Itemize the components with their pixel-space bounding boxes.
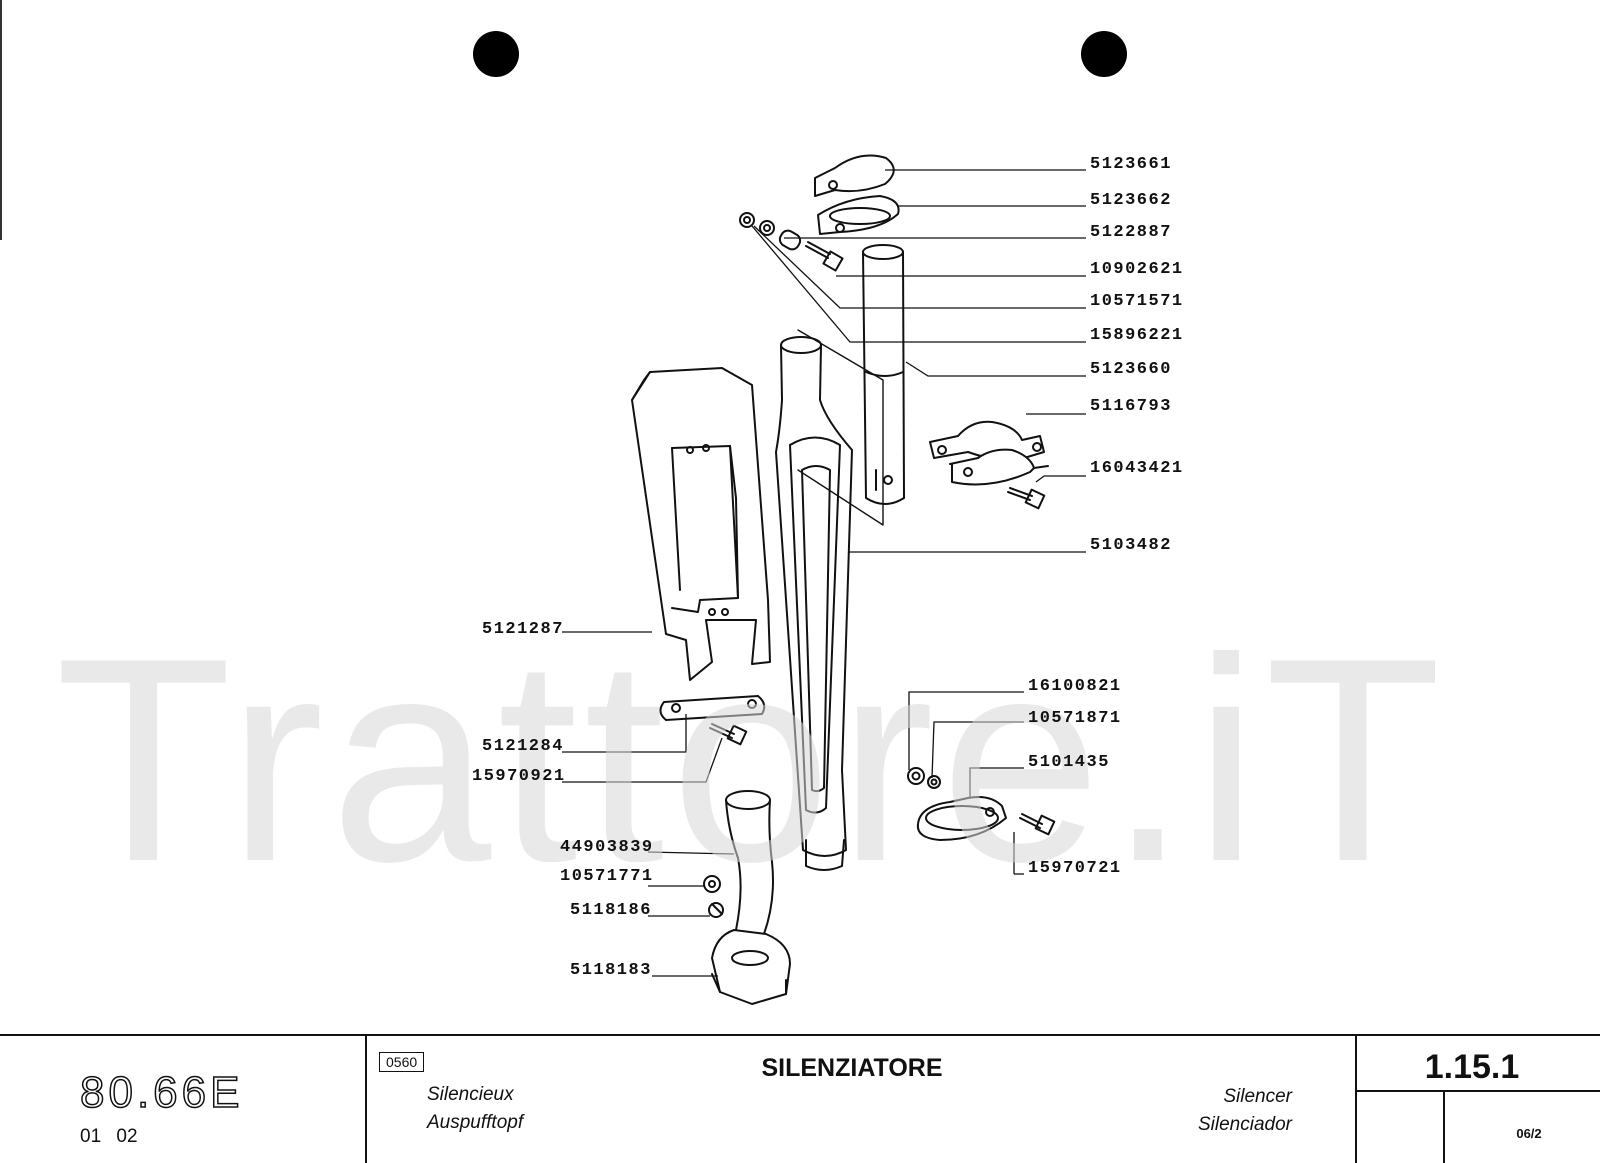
binder-hole-right (1081, 31, 1127, 77)
binder-hole-left (473, 31, 519, 77)
part-label-10571771: 10571771 (560, 867, 654, 886)
part-label-5118183: 5118183 (570, 961, 652, 980)
part-label-16100821: 16100821 (1028, 677, 1122, 696)
part-label-15970921: 15970921 (472, 767, 566, 786)
title-spanish: Silenciador (1198, 1114, 1292, 1135)
cap-clamp (817, 195, 900, 235)
part-label-10571871: 10571871 (1028, 709, 1122, 728)
title-french: Silencieux (427, 1084, 514, 1105)
part-label-5121284: 5121284 (482, 737, 564, 756)
leader-lines (562, 169, 1086, 977)
part-label-5121287: 5121287 (482, 620, 564, 639)
model-cell: 80.66E 01 02 (0, 1036, 365, 1163)
reference-cell: 1.15.1 06/2 (1355, 1036, 1600, 1163)
sheet-reference: 06/2 (1516, 1126, 1542, 1141)
small-fasteners (739, 212, 844, 272)
ref-divider (1357, 1090, 1600, 1092)
ref-vertical-divider (1443, 1090, 1445, 1163)
flange-nut (703, 875, 724, 918)
part-label-5101435: 5101435 (1028, 753, 1110, 772)
exhaust-flange (711, 929, 791, 1005)
part-label-44903839: 44903839 (560, 838, 654, 857)
title-english: Silencer (1223, 1086, 1292, 1107)
tail-pipe (862, 244, 905, 505)
part-label-5123660: 5123660 (1090, 360, 1172, 379)
exhaust-cap (814, 154, 895, 197)
part-label-15970721: 15970721 (1028, 859, 1122, 878)
bracket-bolt (709, 723, 748, 746)
part-label-16043421: 16043421 (1090, 459, 1184, 478)
model-numbers: 01 02 (80, 1126, 138, 1147)
part-label-5116793: 5116793 (1090, 397, 1172, 416)
pipe-clamp-upper (929, 420, 1049, 486)
group-code: 0560 (379, 1052, 425, 1072)
model-name: 80.66E (79, 1067, 244, 1118)
part-label-10571571: 10571571 (1090, 292, 1184, 311)
part-label-5123661: 5123661 (1090, 155, 1172, 174)
page-title: SILENZIATORE (761, 1054, 943, 1082)
part-label-5122887: 5122887 (1090, 223, 1172, 242)
muffler-body (775, 329, 884, 871)
part-label-5123662: 5123662 (1090, 191, 1172, 210)
title-block: 80.66E 01 02 0560 SILENZIATORE Silencieu… (0, 1034, 1600, 1163)
watermark: Trattore.iT (55, 598, 1448, 922)
reference-number: 1.15.1 (1424, 1048, 1520, 1086)
nut-and-washer (907, 767, 941, 789)
part-label-5118186: 5118186 (570, 901, 652, 920)
clamp-bolt-lower (1019, 813, 1056, 836)
part-label-5103482: 5103482 (1090, 536, 1172, 555)
elbow-pipe (725, 790, 774, 935)
title-cell: 0560 SILENZIATORE Silencieux Auspufftopf… (365, 1036, 1357, 1163)
heat-shield (631, 367, 771, 681)
pipe-clamp-lower (916, 796, 1007, 841)
part-label-15896221: 15896221 (1090, 326, 1184, 345)
part-label-10902621: 10902621 (1090, 260, 1184, 279)
title-german: Auspufftopf (427, 1112, 524, 1133)
clamp-bolt-upper (1007, 487, 1046, 510)
